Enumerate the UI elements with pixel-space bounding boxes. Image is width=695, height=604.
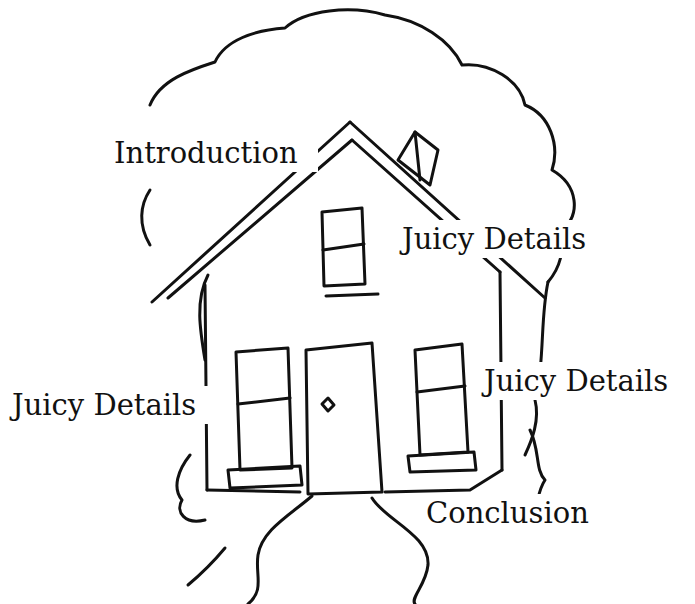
house-base	[385, 470, 502, 492]
garden-path	[248, 496, 312, 604]
bush	[177, 455, 205, 521]
garden-path	[188, 548, 225, 585]
window	[415, 344, 468, 455]
window	[322, 208, 365, 286]
window	[238, 398, 290, 404]
tree-outline	[142, 190, 150, 245]
section-label: Juicy Details	[6, 386, 226, 424]
window	[236, 348, 292, 470]
window-sill	[228, 466, 302, 488]
door-knob	[322, 398, 334, 411]
door	[306, 343, 382, 494]
house-base	[207, 490, 300, 492]
window-sill	[326, 294, 378, 296]
section-label: Juicy Details	[478, 362, 693, 400]
section-label: Juicy Details	[396, 220, 616, 258]
section-label: Conclusion	[420, 494, 610, 532]
window	[417, 386, 465, 392]
roof-line	[350, 122, 545, 298]
chimney	[398, 132, 438, 185]
chimney	[415, 132, 420, 180]
window-sill	[408, 452, 476, 472]
section-label: Introduction	[108, 134, 318, 172]
window	[323, 244, 364, 250]
